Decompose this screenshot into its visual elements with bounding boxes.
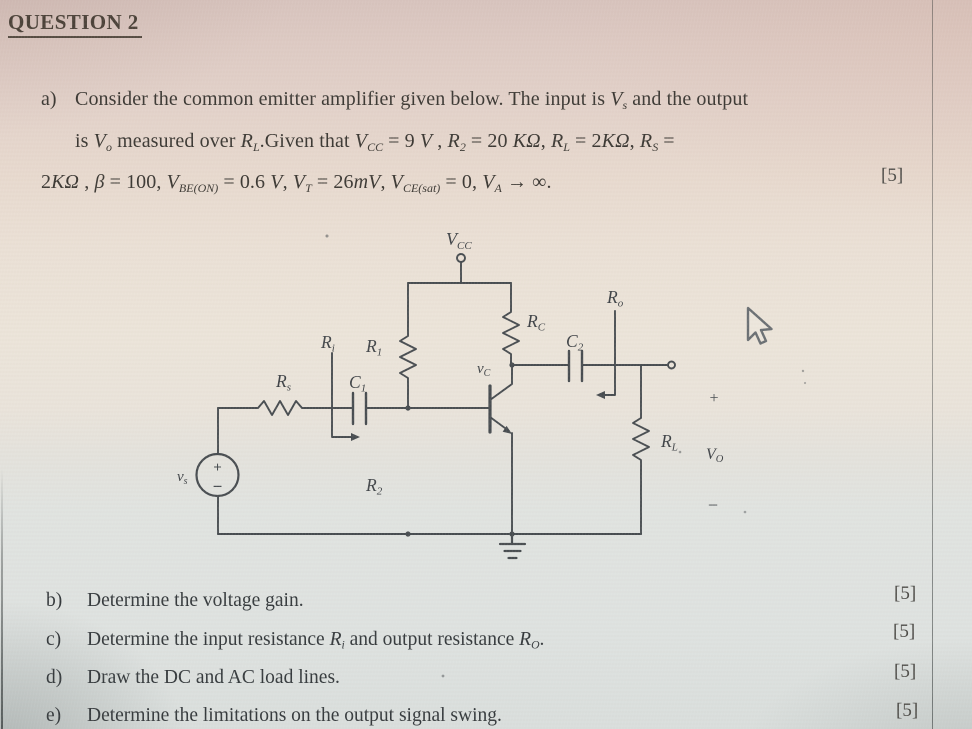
label-c2: C2	[566, 331, 584, 354]
source-plus-sign: +	[213, 460, 222, 476]
label-rl: RL	[660, 431, 678, 454]
label-c1: C1	[349, 372, 366, 395]
speck	[743, 510, 747, 514]
output-resistance-arrowhead	[596, 391, 605, 399]
label-ro: Ro	[606, 287, 624, 310]
item-b-text: Determine the voltage gain.	[87, 590, 304, 611]
speck	[801, 369, 805, 373]
marks-e: [5]	[896, 700, 919, 721]
capacitor-c1	[351, 391, 368, 426]
capacitor-c2	[567, 349, 584, 383]
label-rc: RC	[526, 311, 546, 334]
speck	[803, 381, 807, 385]
question-a-label: a)	[41, 88, 57, 110]
input-resistance-arrow	[331, 352, 352, 438]
node-dot-base	[405, 405, 411, 411]
emitter-arrowhead	[502, 425, 512, 434]
vcc-terminal	[456, 253, 466, 263]
node-dot-bottom-emitter	[509, 531, 515, 537]
resistor-rl	[632, 364, 650, 535]
label-vo: VO	[706, 446, 724, 465]
item-d-text: Draw the DC and AC load lines.	[87, 667, 340, 688]
item-d-label: d)	[46, 667, 63, 688]
output-minus-sign: −	[708, 495, 718, 515]
base-rail-resistor-rs	[217, 400, 354, 416]
item-c: c) Determine the input resistance Ri and …	[46, 629, 544, 652]
label-r2: R2	[365, 475, 383, 498]
screen-edge-line-right	[931, 0, 934, 729]
label-ri: Ri	[320, 332, 335, 355]
output-terminal	[667, 360, 676, 370]
item-c-label: c)	[46, 629, 62, 650]
label-vcc: VCC	[446, 229, 472, 252]
output-plus-sign: +	[709, 390, 718, 407]
label-vs: vs	[177, 469, 188, 487]
screen-edge-line-left	[0, 468, 3, 729]
label-rs: Rs	[275, 371, 291, 394]
label-vc: vC	[477, 361, 491, 379]
marks-c: [5]	[893, 621, 916, 642]
item-c-text: Determine the input resistance Ri and ou…	[87, 629, 545, 652]
item-e-text: Determine the limitations on the output …	[87, 705, 502, 726]
item-d: d) Draw the DC and AC load lines.	[46, 667, 340, 689]
ground-icon	[498, 532, 527, 560]
question-a-line-1: Consider the common emitter amplifier gi…	[75, 88, 749, 112]
marks-a: [5]	[881, 165, 904, 186]
speck	[325, 234, 329, 238]
output-resistance-arrow	[604, 310, 616, 396]
input-resistance-arrowhead	[351, 433, 360, 441]
item-b-label: b)	[46, 590, 63, 611]
resistor-rc	[502, 282, 520, 366]
marks-d: [5]	[894, 661, 917, 682]
resistor-r1	[399, 282, 417, 409]
marks-b: [5]	[894, 583, 917, 604]
source-minus-sign: −	[213, 477, 223, 496]
item-b: b) Determine the voltage gain.	[46, 590, 304, 612]
question-a-line-2: is Vo measured over RL.Given that VCC = …	[75, 130, 675, 154]
speck	[441, 674, 445, 678]
page-title: QUESTION 2	[8, 10, 142, 38]
speck	[678, 450, 682, 454]
transistor-collector-lead	[489, 364, 513, 401]
source-circle	[195, 452, 240, 498]
question-a-line-3: 2KΩ , β = 100, VBE(ON) = 0.6 V, VT = 26m…	[41, 171, 552, 195]
node-dot-bottom-r2	[405, 531, 411, 537]
node-dot-collector	[509, 362, 515, 368]
item-e: e) Determine the limitations on the outpu…	[46, 705, 502, 727]
item-e-label: e)	[46, 705, 62, 726]
label-r1: R1	[365, 336, 382, 359]
